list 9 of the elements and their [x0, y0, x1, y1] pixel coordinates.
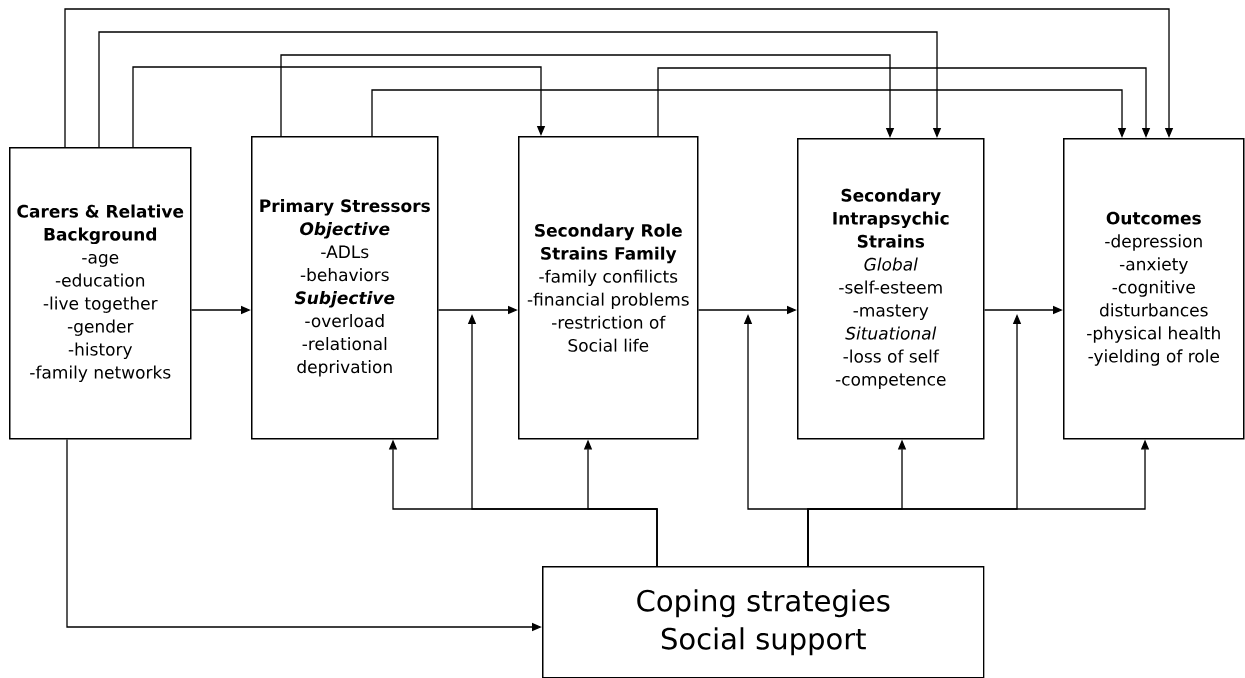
coping-box: Coping strategies Social support [542, 566, 985, 678]
stage-box: Secondary Role Strains Family -family confilicts -financial problems -restriction of Social life [518, 136, 699, 440]
arrow [98, 31, 942, 148]
stage-box: Primary Stressors Objective -ADLs -behaviors Subjective -overload -relational deprivation [251, 136, 439, 440]
arrow [132, 66, 546, 148]
stage-box: Secondary Intrapsychic Strains Global -self-esteem -mastery Situational -loss of self -competence [797, 138, 985, 440]
stage-box: Outcomes -depression -anxiety -cognitive disturbances -physical health -yielding of role [1063, 138, 1245, 440]
arrow [64, 8, 1174, 148]
stage-box: Carers & Relative Background -age -education -live together -gender -history -family networks [9, 147, 192, 440]
